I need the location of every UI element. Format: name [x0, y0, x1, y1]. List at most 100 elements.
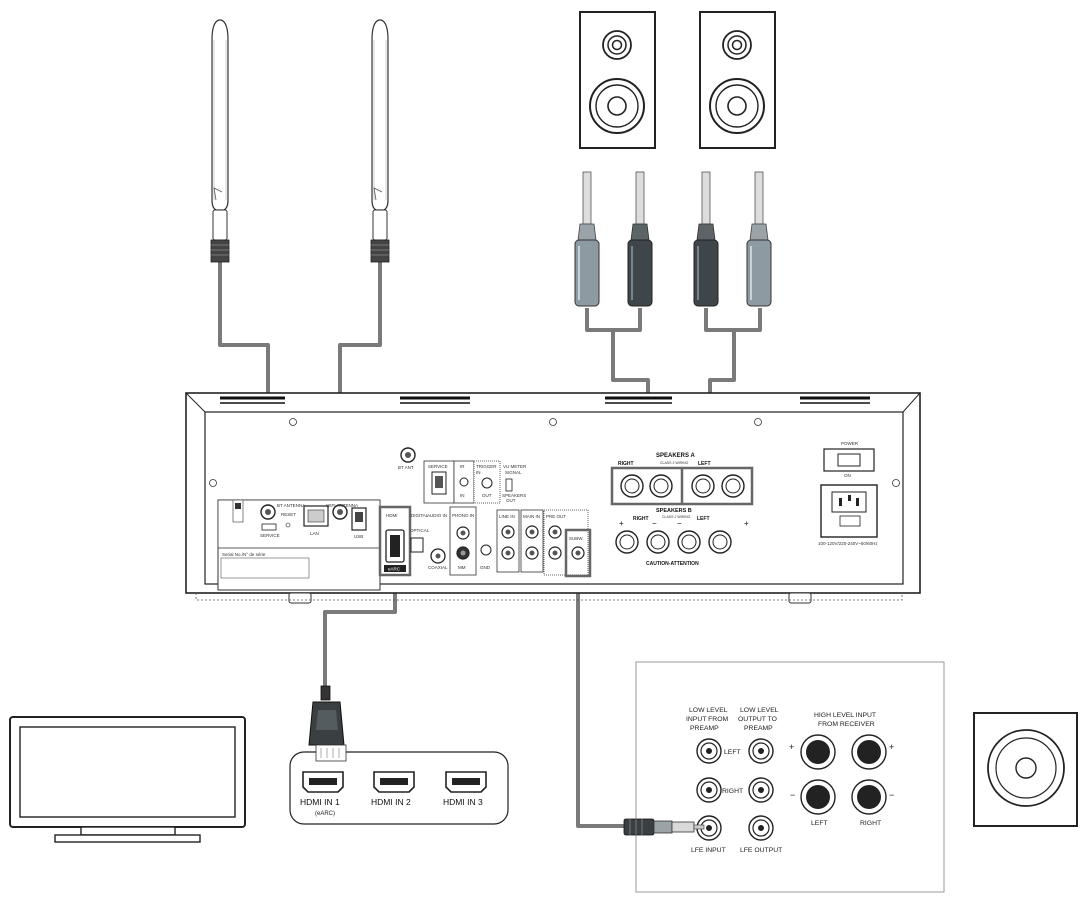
rca-plug: [623, 818, 705, 836]
svg-text:−: −: [677, 519, 682, 528]
speakers-a-left-neg[interactable]: [691, 474, 715, 498]
subwoofer-cable: [576, 565, 625, 828]
speakers-b-right-neg[interactable]: [646, 530, 670, 554]
low-in-left-jack[interactable]: [696, 738, 722, 764]
antenna-bt: [210, 19, 230, 263]
svg-text:+: +: [619, 519, 624, 528]
ir-label: IR: [460, 464, 465, 469]
hdmi-plug: [308, 685, 347, 762]
gnd-label: GND: [480, 565, 491, 570]
caution-label: CAUTION-ATTENTION: [646, 561, 699, 567]
optical-port[interactable]: [410, 537, 424, 553]
speakers-a-right-neg[interactable]: [649, 474, 673, 498]
speakers-a-right-pos[interactable]: [620, 474, 644, 498]
earc-label: eARC: [388, 567, 401, 572]
high-level-right-label: RIGHT: [860, 820, 881, 827]
low-level-input-line1: LOW LEVEL: [689, 707, 728, 714]
high-level-right-neg[interactable]: [851, 779, 887, 815]
low-level-input-line2: INPUT FROM: [686, 716, 729, 723]
speakers-a-right-label: RIGHT: [618, 461, 634, 467]
svg-text:+: +: [789, 742, 794, 752]
usb-label: USB: [354, 534, 363, 539]
meter-switch[interactable]: [505, 478, 513, 492]
low-in-right-jack[interactable]: [696, 777, 722, 803]
digital-label: DIGITAL: [411, 513, 429, 518]
wifi-antenna-label: WIFI ANTENNA: [326, 503, 358, 508]
speakers-a-label: SPEAKERS A: [656, 453, 695, 459]
phono-in-label: PHONO IN: [452, 513, 474, 518]
banana-plug-left-pos: [746, 171, 772, 307]
high-level-input-line1: HIGH LEVEL INPUT: [814, 712, 876, 719]
trigger-out-label: OUT: [482, 493, 492, 498]
hdmi-in-1-port[interactable]: [302, 771, 344, 793]
hdmi-in-2-port[interactable]: [373, 771, 415, 793]
bt-ant-connector[interactable]: [400, 447, 416, 463]
service-port-small[interactable]: [261, 523, 277, 531]
banana-plug-right-pos: [574, 171, 600, 307]
line-in-label: LINE IN: [499, 514, 515, 519]
low-left-label: LEFT: [724, 749, 741, 756]
main-in-label: MAIN IN: [523, 514, 540, 519]
speaker-terminals: SPEAKERS A RIGHT CLASS 2 WIRING LEFT SPE…: [610, 453, 754, 567]
lfe-input-jack[interactable]: [696, 815, 722, 841]
service-label: SERVICE: [428, 464, 448, 469]
speakers-b-right-label: RIGHT: [633, 516, 649, 522]
speakers-b-left-pos[interactable]: [708, 530, 732, 554]
meter-speakers-label: SPEAKERS: [502, 493, 526, 498]
speakers-b-left-neg[interactable]: [677, 530, 701, 554]
lfe-output-jack[interactable]: [748, 815, 774, 841]
low-right-label: RIGHT: [722, 788, 743, 795]
hdmi-earc-note: (eARC): [315, 811, 335, 817]
trigger-jack[interactable]: [481, 477, 493, 489]
power-block: POWER ON 100-120V/220-240V~50/60Hz: [818, 441, 878, 546]
high-level-left-neg[interactable]: [800, 779, 836, 815]
hdmi-in-3-label: HDMI IN 3: [443, 797, 483, 807]
low-out-left-jack[interactable]: [748, 738, 774, 764]
reset-label: RESET: [281, 512, 296, 517]
ir-jack[interactable]: [459, 477, 469, 487]
low-out-right-jack[interactable]: [748, 777, 774, 803]
hdmi-in-1-label: HDMI IN 1: [300, 797, 340, 807]
pre-out-label: PRE OUT: [546, 514, 566, 519]
subwoofer-label: SUBW.: [569, 536, 584, 541]
hdmi-label: HDMI: [386, 513, 398, 518]
subwoofer-icon: [973, 712, 1078, 827]
svg-text:+: +: [744, 519, 749, 528]
hdmi-in-3-port[interactable]: [445, 771, 487, 793]
gnd-terminal[interactable]: [480, 544, 492, 556]
low-level-output-line3: PREAMP: [744, 725, 773, 732]
banana-plugs: [574, 171, 772, 307]
power-on-label: ON: [844, 473, 851, 478]
lfe-output-label: LFE OUTPUT: [740, 847, 782, 854]
coaxial-label: COAXIAL: [428, 565, 448, 570]
banana-plug-right-neg: [627, 171, 653, 307]
svg-text:−: −: [889, 790, 894, 800]
meter-out-label: OUT: [506, 498, 516, 503]
meter-label: VU METER: [503, 464, 527, 469]
speakers-b-right-pos[interactable]: [615, 530, 639, 554]
ir-in-label: IN: [460, 493, 465, 498]
speakers-a-left-pos[interactable]: [721, 474, 745, 498]
voltage-label: 100-120V/220-240V~50/60Hz: [818, 541, 878, 546]
serial-label: Serial No./N° de série: [222, 552, 266, 557]
optical-label: OPTICAL: [410, 528, 430, 533]
trigger-in-label: IN: [476, 470, 481, 475]
network-module: BT ANTENNA LAN RESET SERVICE WIFI ANTENN…: [217, 499, 381, 591]
trigger-label: TRIGGER: [476, 464, 497, 469]
lan-label: LAN: [310, 531, 319, 536]
high-level-right-pos[interactable]: [851, 734, 887, 770]
high-level-left-pos[interactable]: [800, 734, 836, 770]
svg-text:−: −: [652, 519, 657, 528]
mm-label: MM: [458, 565, 466, 570]
reset-button[interactable]: [285, 522, 291, 528]
low-level-input-line3: PREAMP: [690, 725, 719, 732]
svg-text:−: −: [790, 790, 795, 800]
subwoofer-panel: LOW LEVEL INPUT FROM PREAMP LOW LEVEL OU…: [635, 661, 945, 893]
bt-ant-label: BT ANT: [398, 465, 414, 470]
tv-hdmi-panel: HDMI IN 1 HDMI IN 2 HDMI IN 3 (eARC): [289, 751, 509, 825]
banana-plug-left-neg: [693, 171, 719, 307]
speakers-b-class-label: CLASS 2 WIRING: [662, 515, 691, 519]
power-label: POWER: [841, 441, 859, 446]
receiver-rear-panel: BT ANTENNA LAN RESET SERVICE WIFI ANTENN…: [185, 392, 921, 604]
